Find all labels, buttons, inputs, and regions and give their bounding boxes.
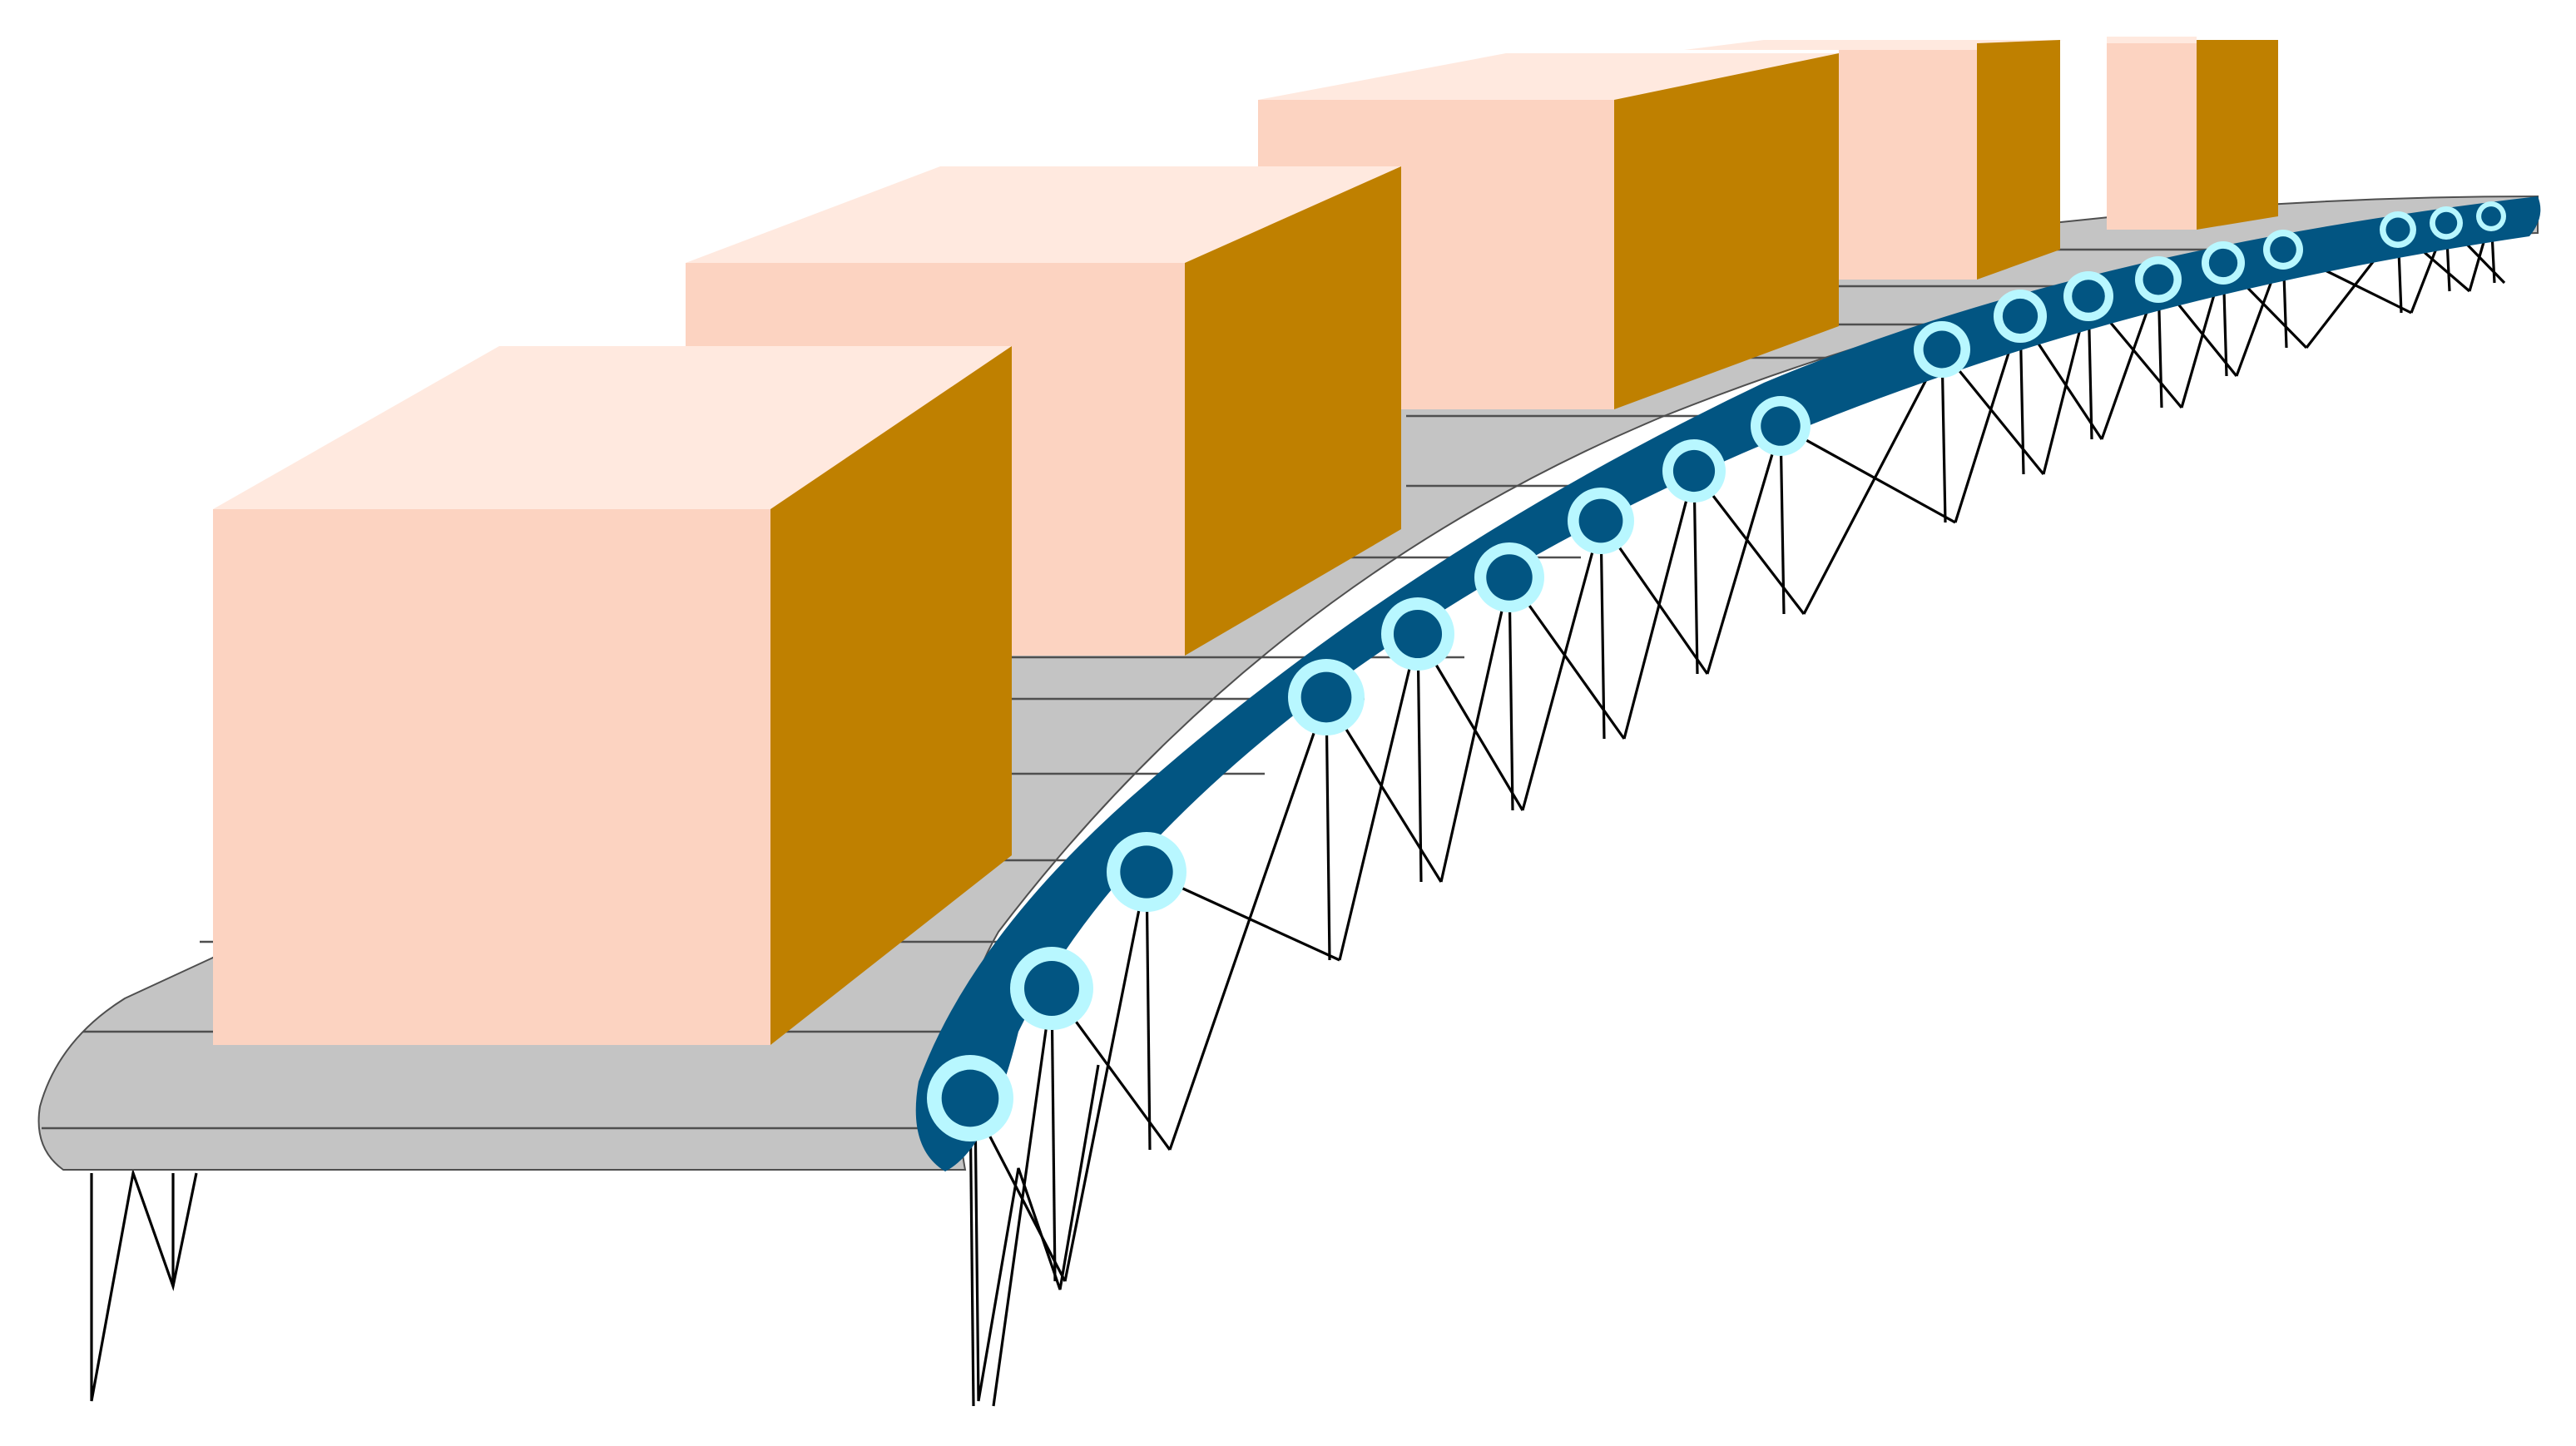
boxes [213,37,2278,1045]
roller-12 [2063,271,2113,321]
support-truss [968,215,2506,1407]
truss-post [1599,520,1606,740]
truss-brace [1622,470,1696,740]
roller-17 [2430,206,2463,240]
truss-post [1779,425,1786,615]
box-4 [1684,40,2063,280]
roller-hub [1761,406,1801,446]
roller-hub [1120,845,1173,899]
truss-post [1508,577,1514,811]
truss-brace [992,988,1053,1407]
roller-6 [1474,542,1544,612]
roller-1 [927,1055,1013,1141]
truss-brace [1168,696,1328,1151]
roller-hub [2435,211,2458,235]
roller-10 [1914,321,1970,378]
roller-16 [2380,211,2416,248]
roller-hub [2072,280,2105,313]
roller-4 [1288,659,1365,735]
truss-brace [1063,871,1148,1282]
left-support-legs [90,1167,198,1402]
roller-hub [1393,609,1443,659]
truss-post [1692,470,1699,675]
truss-post [968,1097,975,1407]
roller-18 [2476,201,2506,231]
roller-7 [1568,488,1634,554]
roller-hub [1578,498,1623,543]
roller-15 [2263,230,2303,270]
truss-brace [1521,520,1603,811]
roller-hub [2143,264,2174,295]
box-5 [2107,37,2278,230]
truss-post [1416,633,1423,883]
roller-8 [1662,439,1726,503]
roller-hub [1486,554,1533,601]
roller-3 [1107,832,1186,912]
truss-brace [1780,424,1956,524]
roller-hub [2208,248,2238,278]
roller-hub [1300,671,1352,723]
left-leg [90,1167,198,1402]
roller-5 [1381,597,1454,671]
truss-post [1050,988,1057,1282]
truss-post [1145,871,1152,1151]
roller-hub [1024,961,1079,1016]
roller-hub [2385,217,2410,242]
roller-hub [1672,449,1716,493]
front-leg [973,1064,1100,1402]
truss-brace [1338,633,1419,961]
truss-brace [1802,349,1944,615]
roller-hub [941,1069,999,1127]
roller-hub [2002,298,2039,334]
box-1 [213,346,1012,1045]
roller-14 [2202,241,2245,285]
truss-post [1940,349,1947,523]
roller-9 [1751,396,1811,456]
roller-11 [1994,290,2047,343]
rollers [927,201,2506,1141]
roller-hub [2270,236,2296,263]
roller-13 [2135,256,2182,303]
truss-post [1325,696,1331,961]
truss-brace [1439,577,1511,883]
roller-hub [2481,206,2501,226]
roller-hub [1923,330,1961,369]
truss-brace [1706,425,1782,675]
roller-2 [1010,947,1093,1030]
